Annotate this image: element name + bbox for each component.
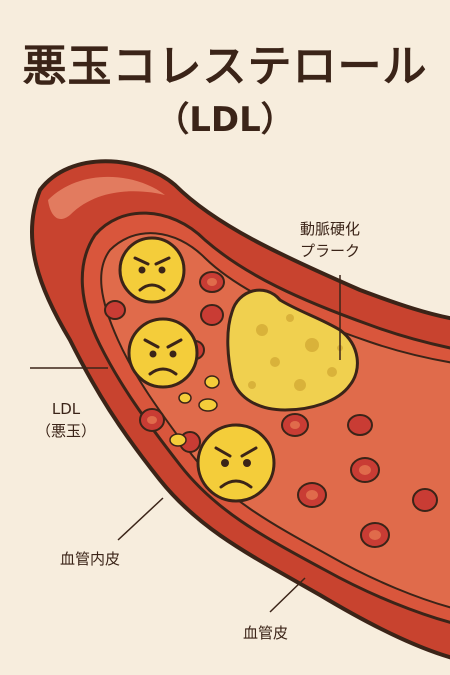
plaque-label: 動脈硬化 プラーク (300, 218, 360, 262)
red-cell (347, 414, 373, 436)
vessel-highlight (48, 176, 165, 220)
vessel-wall-leader (269, 577, 306, 613)
ldl-face-3 (196, 423, 276, 503)
plaque-texture (248, 314, 343, 391)
plaque-deposit (226, 288, 359, 412)
page-subtitle: （LDL） (155, 100, 295, 140)
leader-lines (30, 275, 341, 613)
ldl-label: LDL （悪玉） (36, 398, 96, 442)
ldl-label-line1: LDL (51, 400, 81, 418)
ldl-label-line2: （悪玉） (36, 422, 97, 440)
plaque-label-line2: プラーク (300, 242, 361, 260)
intima-leader (117, 497, 164, 541)
page-title: 悪玉コレステロール (22, 41, 428, 92)
plaque-label-line1: 動脈硬化 (300, 220, 361, 238)
red-cell (200, 304, 224, 326)
red-cell (104, 300, 126, 320)
ldl-face-2 (127, 317, 199, 389)
red-cell (412, 488, 438, 512)
small-ldl-particles (169, 375, 220, 447)
red-cell-centers (147, 278, 381, 540)
ldl-face-1 (118, 236, 186, 304)
vessel-wall-label: 血管皮 (243, 624, 289, 642)
intima-label: 血管内皮 (60, 550, 121, 568)
